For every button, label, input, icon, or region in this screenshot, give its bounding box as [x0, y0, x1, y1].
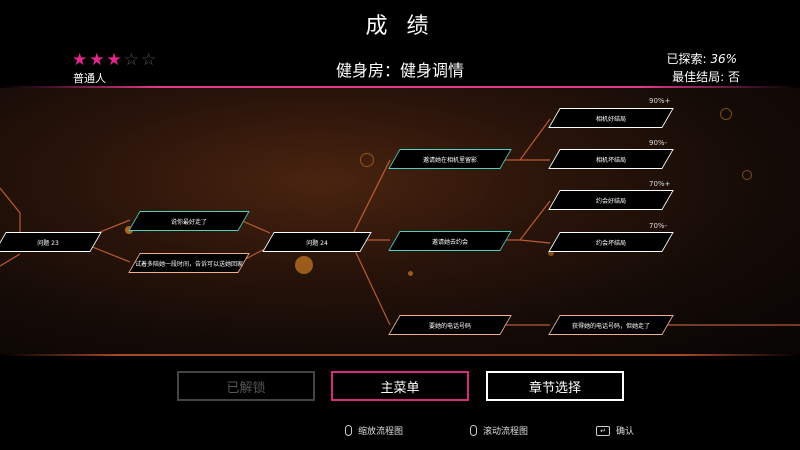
scroll-hint: 滚动流程图: [470, 424, 528, 437]
node-label: 相机好结局: [595, 115, 626, 123]
confirm-hint: ↵ 确认: [596, 424, 634, 437]
node-label: 获得她的电话号码，但她走了: [571, 322, 650, 330]
star-filled-icon: ★: [106, 50, 124, 70]
star-empty-icon: ☆: [123, 50, 141, 70]
flow-node-ending[interactable]: 获得她的电话号码，但她走了: [554, 315, 668, 335]
bokeh-light: [742, 170, 752, 180]
flow-node-choice[interactable]: 邀请她去约会: [394, 231, 506, 251]
main-menu-button[interactable]: 主菜单: [331, 371, 469, 401]
explored-value: 36%: [710, 52, 737, 66]
flow-node-choice[interactable]: 要她的电话号码: [394, 315, 506, 335]
zoom-hint-label: 缩放流程图: [358, 427, 404, 437]
ending-requirement: 70%-: [649, 222, 668, 230]
bokeh-light: [548, 250, 554, 256]
flow-node-choice[interactable]: 邀请她在相机里留影: [394, 149, 506, 169]
node-label: 约会好结局: [595, 197, 626, 205]
best-ending-stat: 最佳结局: 否: [672, 70, 740, 84]
bokeh-light: [360, 153, 374, 167]
star-empty-icon: ☆: [141, 50, 159, 70]
node-label: 约会坏结局: [595, 239, 626, 247]
flow-node-question-24[interactable]: 问题 24: [268, 232, 366, 252]
explored-label: 已探索:: [666, 52, 707, 66]
bokeh-light: [720, 108, 732, 120]
bokeh-light: [408, 271, 413, 276]
scroll-hint-label: 滚动流程图: [483, 427, 529, 437]
node-label: 相机坏结局: [595, 156, 626, 164]
node-label: 问题 24: [306, 239, 328, 247]
node-label: 说你最好走了: [170, 218, 207, 226]
header-divider: [0, 86, 800, 88]
flow-node-question-23[interactable]: 问题 23: [0, 232, 96, 252]
ending-requirement: 90%-: [649, 139, 668, 147]
node-label: 邀请她在相机里留影: [422, 156, 477, 164]
zoom-hint: 缩放流程图: [345, 424, 403, 437]
explored-stat: 已探索: 36%: [666, 50, 737, 67]
chapter-select-button[interactable]: 章节选择: [486, 371, 624, 401]
star-rating: ★★★☆☆: [72, 50, 158, 70]
flow-node-choice[interactable]: 试着多陪她一段时间，告诉可以送她回家: [134, 253, 244, 273]
ending-requirement: 70%+: [649, 180, 671, 188]
mouse-drag-icon: [470, 425, 477, 436]
chapter-title: 健身房：健身调情: [335, 61, 464, 80]
flowchart-area[interactable]: 问题 23 说你最好走了 试着多陪她一段时间，告诉可以送她回家 问题 24 邀请…: [0, 88, 800, 354]
flow-node-ending[interactable]: 相机好结局: [554, 108, 668, 128]
node-label: 邀请她去约会: [431, 238, 468, 246]
node-label: 要她的电话号码: [428, 322, 471, 330]
star-filled-icon: ★: [89, 50, 107, 70]
flow-bottom-divider: [0, 354, 800, 356]
bokeh-light: [295, 256, 313, 274]
node-label: 试着多陪她一段时间，告诉可以送她回家: [134, 260, 243, 268]
unlocked-button[interactable]: 已解锁: [177, 371, 315, 401]
star-filled-icon: ★: [72, 50, 90, 70]
confirm-hint-label: 确认: [616, 427, 635, 437]
ending-requirement: 90%+: [649, 97, 671, 105]
flow-node-choice[interactable]: 说你最好走了: [134, 211, 244, 231]
flow-node-ending[interactable]: 相机坏结局: [554, 149, 668, 169]
flow-node-ending[interactable]: 约会好结局: [554, 190, 668, 210]
rank-label: 普通人: [73, 72, 106, 85]
enter-key-icon: ↵: [596, 425, 610, 436]
node-label: 问题 23: [37, 239, 59, 247]
mouse-wheel-icon: [345, 425, 352, 436]
screen-title: 成 绩: [365, 14, 435, 39]
flow-node-ending[interactable]: 约会坏结局: [554, 232, 668, 252]
